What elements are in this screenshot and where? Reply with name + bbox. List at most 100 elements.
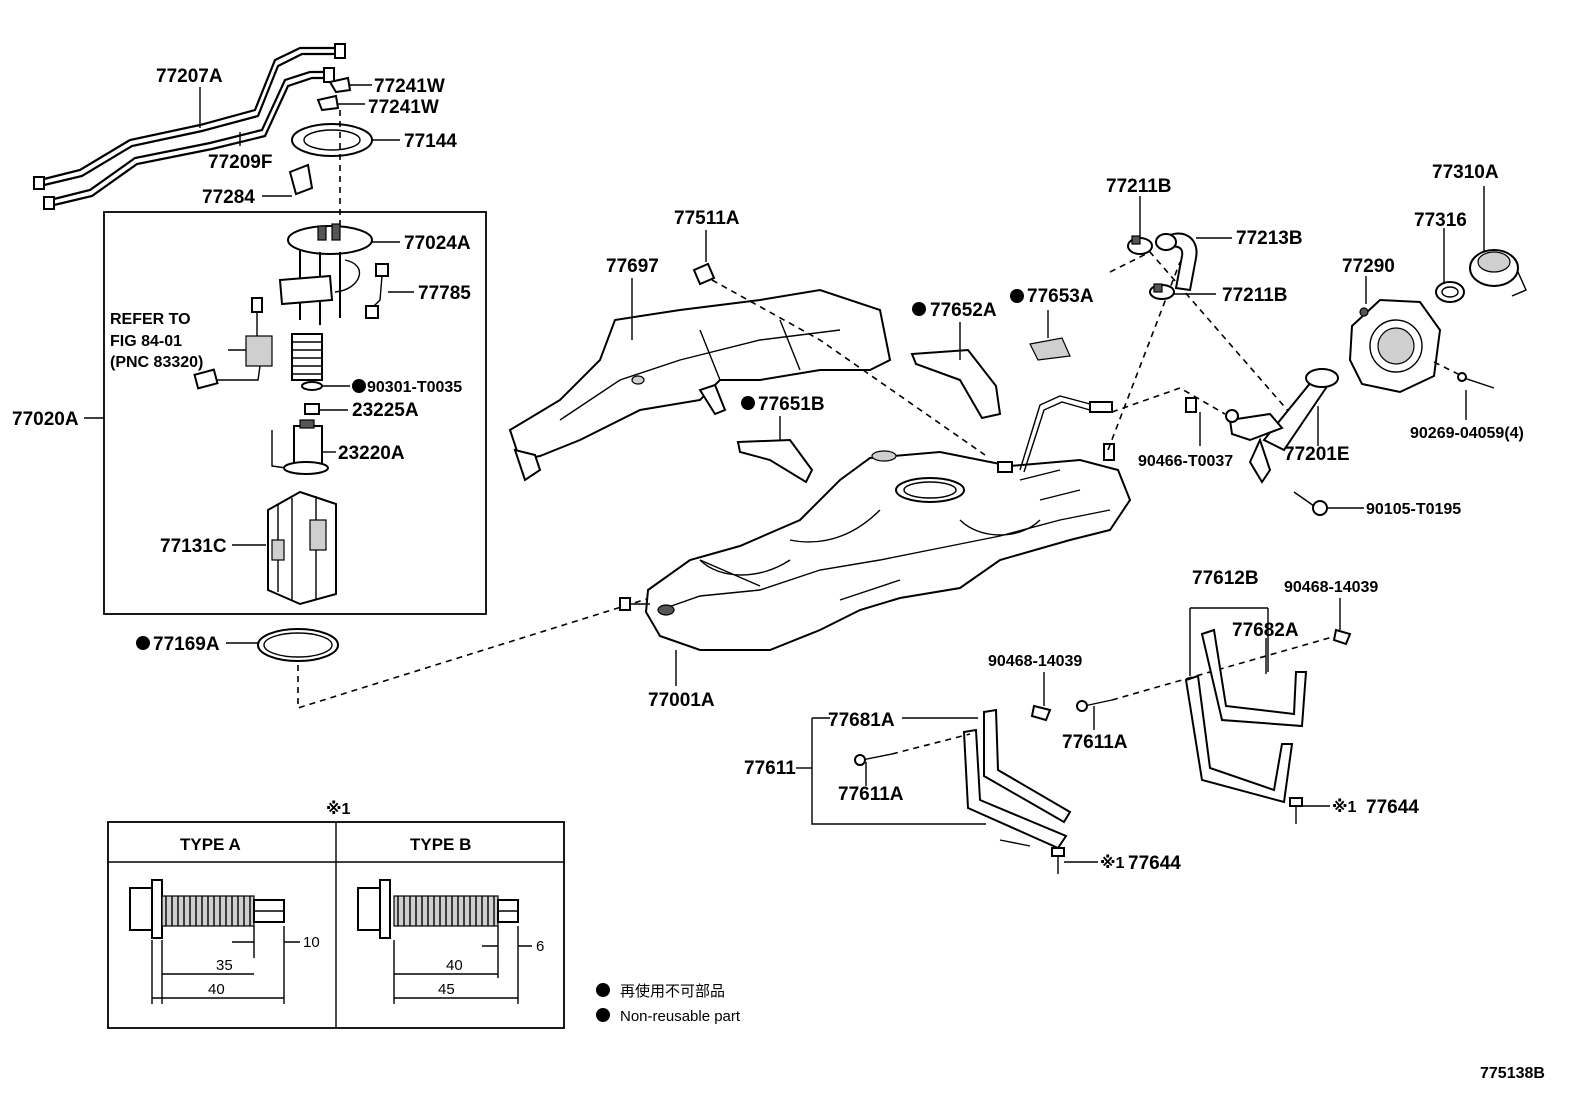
filler-pipe-77201E — [1225, 368, 1339, 484]
fuel-tank-77001A — [619, 395, 1132, 651]
bolt-77611A-right — [1076, 699, 1113, 712]
non-reusable-markers — [136, 289, 1024, 650]
label-77020A: 77020A — [12, 409, 79, 430]
label-77511A: 77511A — [674, 208, 740, 229]
dim-b-40: 40 — [446, 957, 463, 974]
bolt-77644-upper — [1289, 797, 1303, 824]
pad-77652A — [910, 348, 1002, 420]
dim-a-40: 40 — [208, 981, 225, 998]
legend-english: Non-reusable part — [620, 1008, 741, 1025]
label-77209F: 77209F — [208, 152, 272, 173]
label-77652A: 77652A — [930, 300, 997, 321]
retainer-ring-77144 — [291, 123, 373, 157]
label-23220A: 23220A — [338, 443, 405, 464]
clip-77241W-lower — [316, 94, 340, 112]
bolt-type-b-drawing — [357, 879, 532, 1004]
o-ring-90301-T0035 — [301, 381, 323, 391]
label-77211B-lower: 77211B — [1222, 285, 1288, 306]
label-77611A-right: 77611A — [1062, 732, 1128, 753]
label-77644-lower: 77644 — [1128, 853, 1181, 874]
label-90466-T0037: 90466-T0037 — [1138, 453, 1233, 470]
table-note-mark: ※1 — [326, 800, 351, 818]
label-77653A: 77653A — [1027, 286, 1094, 307]
label-77241W-upper: 77241W — [374, 76, 445, 97]
label-77001A: 77001A — [648, 690, 715, 711]
bolt-type-table: ※1 TYPE A TYPE B 10 35 40 — [107, 800, 565, 1029]
part-labels: 77207A 77209F 77241W 77241W 77144 77284 … — [12, 66, 1524, 874]
bolt-type-a-drawing — [129, 879, 300, 1004]
gasket-77169A — [257, 628, 339, 662]
note-mark-77644-upper: ※1 — [1332, 798, 1357, 816]
dim-a-10: 10 — [303, 934, 320, 951]
label-77681A: 77681A — [828, 710, 895, 731]
leader-lines — [84, 84, 1485, 863]
pump-top-plate-77024A — [278, 223, 373, 325]
refer-line-1: REFER TO — [110, 311, 191, 328]
clip-90468-14039-left — [1030, 704, 1052, 722]
bolt-77611A-left — [854, 753, 893, 766]
clip-77511A — [692, 262, 716, 286]
legend-japanese: 再使用不可部品 — [620, 983, 725, 1000]
label-77644-upper: 77644 — [1366, 797, 1419, 818]
label-77284: 77284 — [202, 187, 255, 208]
label-77651B: 77651B — [758, 394, 825, 415]
fuel-cap-77310A — [1469, 249, 1527, 297]
label-77310A: 77310A — [1432, 162, 1499, 183]
clip-90468-14039-right — [1332, 628, 1352, 646]
dim-a-35: 35 — [216, 957, 233, 974]
label-90105-T0195: 90105-T0195 — [1366, 501, 1461, 518]
clip-77241W-upper — [328, 76, 352, 94]
dim-b-45: 45 — [438, 981, 455, 998]
label-77612B: 77612B — [1192, 568, 1259, 589]
assembly-box-77020A — [103, 211, 487, 615]
fuel-sender-gauge — [193, 297, 273, 390]
bolt-77644-lower — [1051, 847, 1065, 874]
figure-id: 775138B — [1480, 1065, 1545, 1082]
fuel-line-77209F — [43, 67, 335, 210]
dim-b-6: 6 — [536, 938, 544, 955]
label-77201E: 77201E — [1284, 444, 1350, 465]
connector-77284 — [288, 163, 314, 196]
clip-90466-T0037 — [1185, 397, 1197, 413]
refer-line-3: (PNC 83320) — [110, 354, 203, 371]
gasket-77316 — [1435, 281, 1465, 303]
fuel-filter — [291, 333, 323, 381]
tank-band-77612B — [1184, 628, 1308, 804]
refer-line-2: FIG 84-01 — [110, 333, 182, 350]
label-77024A: 77024A — [404, 233, 471, 254]
label-77207A: 77207A — [156, 66, 223, 87]
label-77241W-lower: 77241W — [368, 97, 439, 118]
label-77290: 77290 — [1342, 256, 1395, 277]
label-77211B-upper: 77211B — [1106, 176, 1172, 197]
tank-band-77681A — [962, 708, 1072, 850]
label-77144: 77144 — [404, 131, 457, 152]
clamp-77211B-lower — [1149, 283, 1175, 300]
label-77697: 77697 — [606, 256, 659, 277]
clamp-77211B-upper — [1127, 235, 1153, 255]
label-77611A-left: 77611A — [838, 784, 904, 805]
wire-harness-77785 — [365, 263, 389, 319]
label-90468-14039-left: 90468-14039 — [988, 653, 1082, 670]
label-77611: 77611 — [744, 758, 796, 779]
pad-77653A — [1029, 337, 1071, 361]
legend: 再使用不可部品 Non-reusable part — [596, 983, 741, 1025]
screw-90269-04059 — [1457, 372, 1495, 389]
label-77316: 77316 — [1414, 210, 1467, 231]
filler-hose-77213B — [1155, 232, 1198, 292]
spacer-23225A — [304, 403, 320, 415]
label-77131C: 77131C — [160, 536, 227, 557]
bolt-90105-T0195 — [1293, 491, 1328, 516]
filler-housing-77290 — [1348, 298, 1442, 394]
label-77785: 77785 — [418, 283, 471, 304]
note-mark-77644-lower: ※1 — [1100, 854, 1125, 872]
label-90468-14039-right: 90468-14039 — [1284, 579, 1378, 596]
label-90301-T0035: 90301-T0035 — [367, 379, 462, 396]
fuel-pump-23220A — [271, 419, 329, 475]
pad-77651B — [736, 438, 814, 484]
label-77169A: 77169A — [153, 634, 220, 655]
fuel-line-77207A — [33, 43, 346, 190]
label-23225A: 23225A — [352, 400, 419, 421]
label-77682A: 77682A — [1232, 620, 1299, 641]
type-a-header: TYPE A — [180, 835, 241, 854]
